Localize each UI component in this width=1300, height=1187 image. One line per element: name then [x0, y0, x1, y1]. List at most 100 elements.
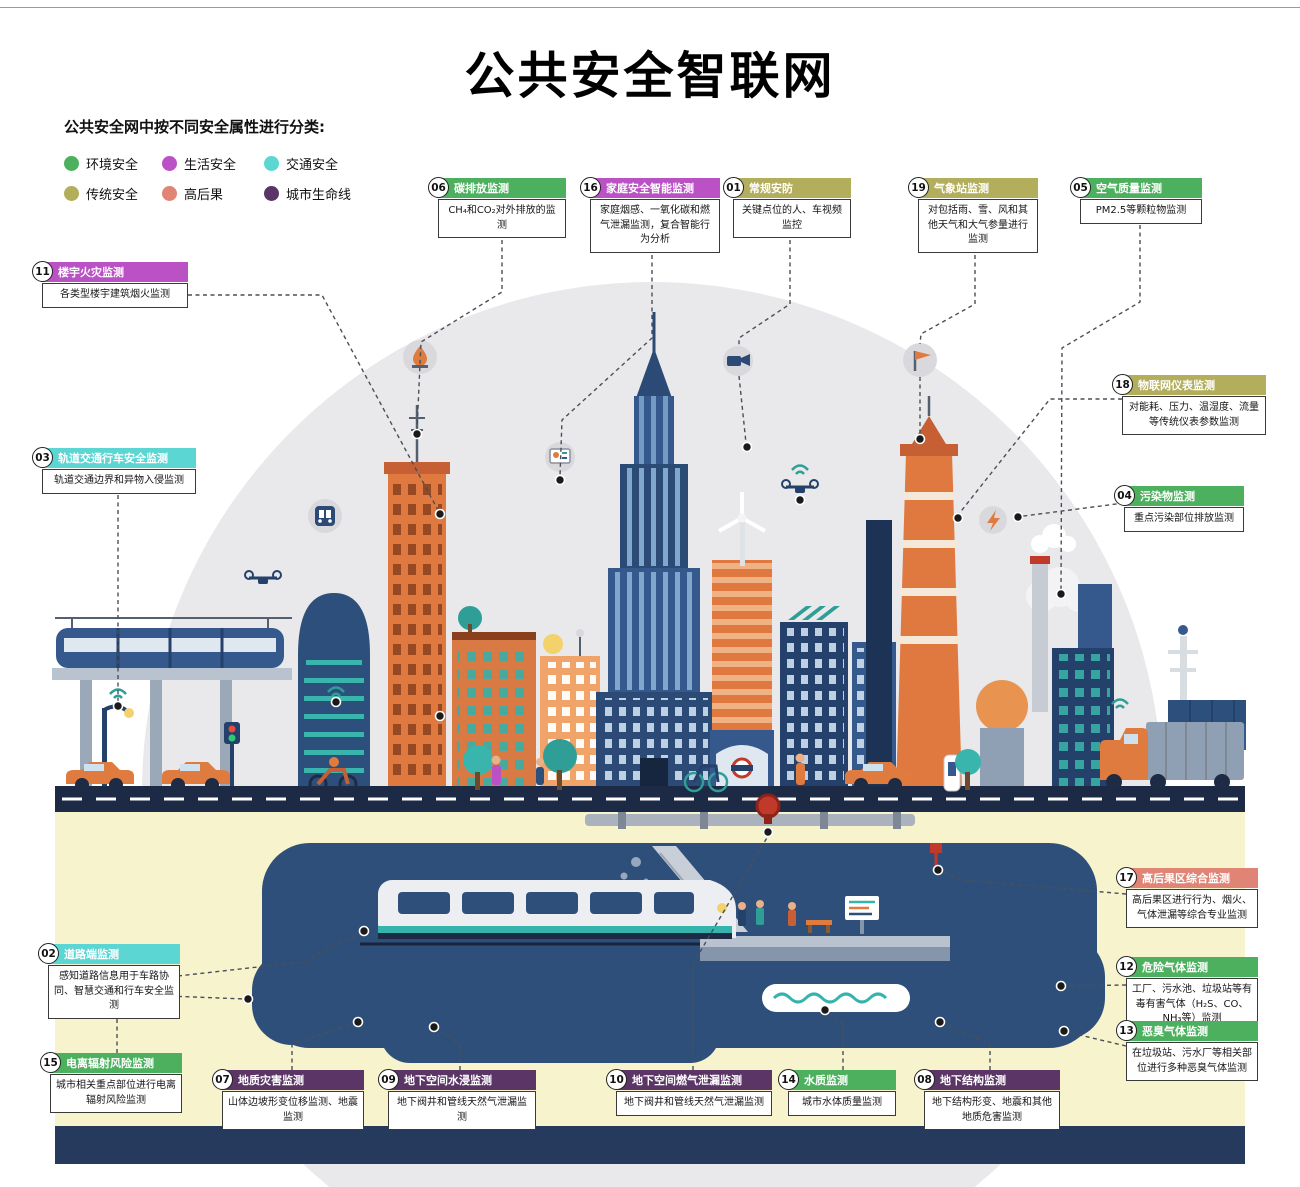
legend-label: 生活安全 — [184, 157, 237, 173]
legend-dot-icon — [64, 155, 79, 171]
callout-number: 17 — [1116, 867, 1137, 888]
truck — [1100, 722, 1244, 790]
callout-number: 06 — [428, 177, 449, 198]
sensor-dots — [112, 428, 1070, 1037]
legend-dot-icon — [264, 185, 279, 201]
callout-underground-flooding: 09 地下空间水浸监测 地下阀井和管线天然气泄漏监测 — [378, 1069, 536, 1130]
callout-description: PM2.5等颗粒物监测 — [1080, 199, 1202, 224]
legend-dot-icon — [162, 155, 177, 171]
pipeline-valve — [755, 793, 781, 824]
callout-title: 空气质量监测 — [1096, 182, 1162, 195]
legend-label: 高后果 — [184, 187, 224, 203]
lighthouse-tower — [896, 396, 962, 792]
trees — [463, 739, 981, 790]
callout-header: 02 道路端监测 — [38, 943, 180, 964]
comm-tower — [1168, 625, 1198, 742]
sprinkler-valve — [930, 843, 942, 866]
legend-dot-icon — [264, 155, 279, 171]
callout-ionizing-radiation: 15 电离辐射风险监测 城市相关重点部位进行电离辐射风险监测 — [40, 1052, 182, 1113]
callout-title: 污染物监测 — [1140, 490, 1195, 503]
legend-label: 城市生命线 — [286, 187, 352, 203]
callout-title: 轨道交通行车安全监测 — [58, 452, 168, 465]
callout-number: 02 — [38, 943, 59, 964]
page-subtitle: 公共安全网中按不同安全属性进行分类: — [64, 118, 326, 136]
callout-description: 城市水体质量监测 — [788, 1091, 896, 1116]
callout-header: 03 轨道交通行车安全监测 — [32, 447, 196, 468]
legend-item-city-lifeline: 城市生命线 — [264, 184, 394, 203]
solar-building — [780, 606, 848, 792]
callout-title: 高后果区综合监测 — [1142, 872, 1230, 885]
callout-title: 气象站监测 — [934, 182, 989, 195]
callout-title: 地下空间燃气泄漏监测 — [632, 1074, 742, 1087]
callout-header: 18 物联网仪表监测 — [1112, 374, 1266, 395]
callout-header: 16 家庭安全智能监测 — [580, 177, 720, 198]
callout-building-fire: 11 楼宇火灾监测 各类型楼宇建筑烟火监测 — [32, 261, 188, 308]
callout-number: 07 — [212, 1069, 233, 1090]
callout-high-consequence-area: 17 高后果区综合监测 高后果区进行行为、烟火、气体泄漏等综合专业监测 — [1116, 867, 1258, 928]
windsock-icon — [903, 343, 937, 377]
bottom-strata-band — [55, 1126, 1245, 1164]
callout-underground-gas-leak: 10 地下空间燃气泄漏监测 地下阀井和管线天然气泄漏监测 — [606, 1069, 772, 1116]
callout-title: 地下空间水浸监测 — [404, 1074, 492, 1087]
traffic-signal — [224, 722, 240, 792]
callout-header: 15 电离辐射风险监测 — [40, 1052, 182, 1073]
callout-description: 对能耗、压力、温湿度、流量等传统仪表参数监测 — [1122, 396, 1266, 435]
callout-description: 山体边坡形变位移监测、地震监测 — [222, 1091, 364, 1130]
callout-title: 地质灾害监测 — [238, 1074, 304, 1087]
bench — [806, 920, 832, 925]
callout-number: 05 — [1070, 177, 1091, 198]
callout-number: 12 — [1116, 956, 1137, 977]
callout-header: 17 高后果区综合监测 — [1116, 867, 1258, 888]
navy-sliver-building — [866, 520, 892, 792]
callout-header: 14 水质监测 — [778, 1069, 896, 1090]
underground-metro-cavern — [252, 843, 1105, 1063]
callout-header: 01 常规安防 — [723, 177, 851, 198]
callout-title: 恶臭气体监测 — [1142, 1025, 1208, 1038]
legend-item-traditional: 传统安全 — [64, 184, 162, 203]
platform-people — [738, 900, 796, 926]
callout-description: 地下结构形变、地震和其他地质危害监测 — [924, 1091, 1060, 1130]
callout-odor-gas: 13 恶臭气体监测 在垃圾站、污水厂等相关部位进行多种恶臭气体监测 — [1116, 1020, 1258, 1081]
striped-tower — [712, 560, 772, 735]
callout-header: 05 空气质量监测 — [1070, 177, 1202, 198]
legend-label: 环境安全 — [86, 157, 139, 173]
road — [55, 786, 1245, 812]
callout-title: 家庭安全智能监测 — [606, 182, 694, 195]
callout-title: 电离辐射风险监测 — [66, 1057, 154, 1070]
callout-number: 15 — [40, 1052, 61, 1073]
camera-icon — [723, 346, 753, 376]
legend-label: 传统安全 — [86, 187, 139, 203]
info-screen — [845, 896, 879, 934]
callout-number: 04 — [1114, 485, 1135, 506]
callout-title: 楼宇火灾监测 — [58, 266, 124, 279]
legend-dot-icon — [162, 185, 177, 201]
callout-header: 04 污染物监测 — [1114, 485, 1244, 506]
callout-pollutant: 04 污染物监测 重点污染部位排放监测 — [1114, 485, 1244, 532]
top-divider — [0, 7, 1300, 8]
callout-air-quality: 05 空气质量监测 PM2.5等颗粒物监测 — [1070, 177, 1202, 224]
callout-water-quality: 14 水质监测 城市水体质量监测 — [778, 1069, 896, 1116]
callout-number: 08 — [914, 1069, 935, 1090]
water-quality-zone — [762, 984, 910, 1012]
callout-number: 14 — [778, 1069, 799, 1090]
callout-description: 地下阀井和管线天然气泄漏监测 — [616, 1091, 772, 1116]
motorcycle — [308, 757, 358, 794]
callout-carbon-emission: 06 碳排放监测 CH₄和CO₂对外排放的监测 — [428, 177, 566, 238]
callout-header: 07 地质灾害监测 — [212, 1069, 364, 1090]
callout-iot-meter: 18 物联网仪表监测 对能耗、压力、温湿度、流量等传统仪表参数监测 — [1112, 374, 1266, 435]
callout-title: 常规安防 — [749, 182, 793, 195]
callout-description: CH₄和CO₂对外排放的监测 — [438, 199, 566, 238]
legend-label: 交通安全 — [286, 157, 339, 173]
connector-lines — [116, 210, 1141, 1070]
legend: 环境安全 生活安全 交通安全 传统安全 高后果 城市生命线 — [64, 148, 394, 208]
callout-description: 各类型楼宇建筑烟火监测 — [42, 283, 188, 308]
gas-pipeline — [585, 811, 915, 829]
callout-header: 10 地下空间燃气泄漏监测 — [606, 1069, 772, 1090]
callout-weather-station: 19 气象站监测 对包括雨、雪、风和其他天气和大气参量进行监测 — [908, 177, 1038, 253]
power-icon — [979, 506, 1007, 534]
callout-title: 危险气体监测 — [1142, 961, 1208, 974]
metro-train — [378, 880, 736, 939]
callout-description: 家庭烟感、一氧化碳和燃气泄漏监测，复合智能行为分析 — [590, 199, 720, 253]
